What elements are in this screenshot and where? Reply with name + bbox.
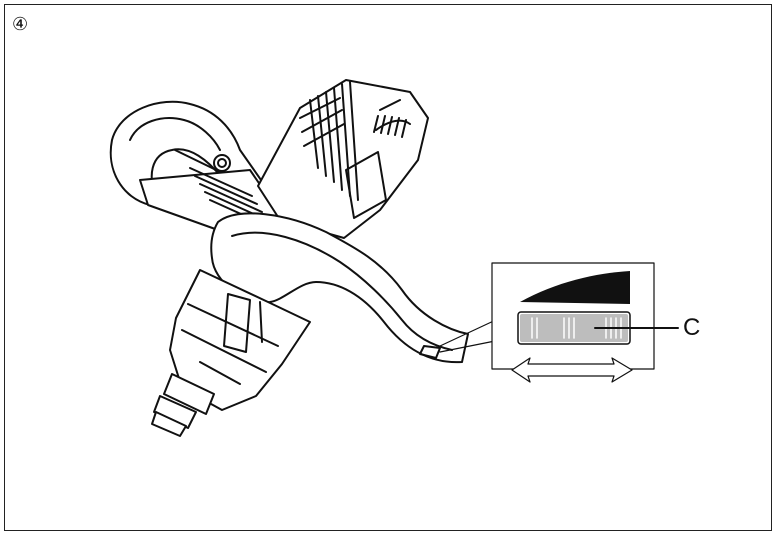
- speed-dial-detail: [491, 262, 679, 383]
- figure-frame: [4, 4, 772, 531]
- speed-ramp-indicator: [520, 271, 630, 304]
- gearbox-body: [169, 269, 311, 411]
- callout-label-c: C: [683, 314, 701, 341]
- motor-housing: [257, 79, 429, 239]
- double-arrow-icon: [511, 357, 633, 383]
- spindle: [151, 373, 215, 437]
- step-number: ④: [12, 14, 29, 35]
